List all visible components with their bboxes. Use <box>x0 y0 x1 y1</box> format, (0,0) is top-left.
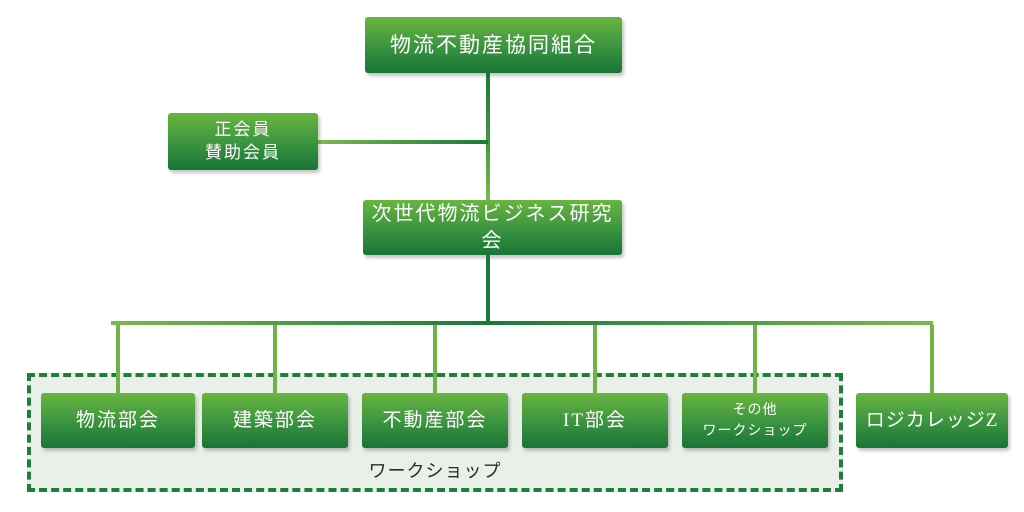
node-architecture-dept: 建築部会 <box>202 393 348 448</box>
node-cooperative-root: 物流不動産協同組合 <box>365 17 622 73</box>
connector-root-to-research <box>486 72 490 201</box>
connector-drop-other-workshop <box>753 325 757 393</box>
connector-drop-it-dept <box>593 325 597 393</box>
node-other-workshop: その他 ワークショップ <box>682 393 828 448</box>
node-membership: 正会員 賛助会員 <box>168 113 318 170</box>
connector-research-to-bus <box>486 255 490 325</box>
connector-drop-architecture-dept <box>273 325 277 393</box>
node-research-group: 次世代物流ビジネス研究会 <box>363 200 622 255</box>
connector-drop-logistics-dept <box>116 325 120 393</box>
connector-drop-realestate-dept <box>433 325 437 393</box>
connector-members-branch <box>318 140 488 144</box>
connector-distribution-bus <box>111 321 933 325</box>
node-it-dept: IT部会 <box>522 393 668 448</box>
node-logi-college: ロジカレッジZ <box>856 393 1008 448</box>
workshop-group-label: ワークショップ <box>368 461 502 481</box>
node-realestate-dept: 不動産部会 <box>362 393 508 448</box>
node-logistics-dept: 物流部会 <box>41 393 195 448</box>
connector-drop-logi-college <box>930 325 934 393</box>
